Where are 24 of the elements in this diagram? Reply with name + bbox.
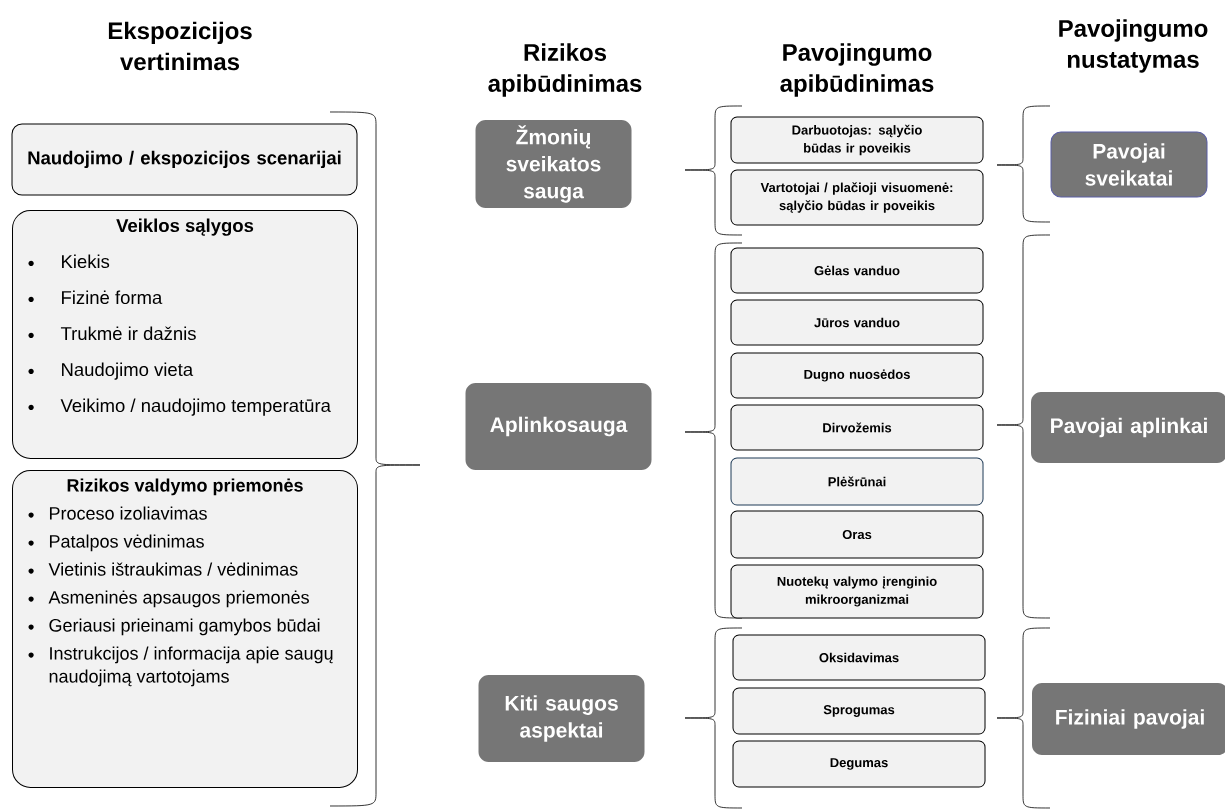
column-heading: Rizikos apibūdinimas — [488, 43, 642, 97]
item-box: Jūros vanduo — [730, 299, 984, 346]
item-box: Nuotekų valymo įrenginio mikroorganizmai — [730, 564, 984, 619]
category-box: Pavojai sveikatai — [1050, 131, 1208, 198]
item-box: Plėšrūnai — [730, 457, 984, 506]
scenario-box: Naudojimo / ekspozicijos scenarijai — [11, 123, 358, 196]
category-box: Žmonių sveikatos sauga — [475, 120, 632, 208]
category-box: Pavojai aplinkai — [1031, 392, 1225, 463]
list-box: Rizikos valdymo priemonės Proceso izoliavimas Patalpos vėdinimas Vietinis ištraukimas / vėdinimas Asmeninės apsaugos priemonės Geriausi prieinami gamybos būdai Instrukcijos / informacija apie saugų naudojimą vartotojams — [12, 470, 358, 788]
item-box: Darbuotojas: sąlyčio būdas ir poveikis — [730, 116, 984, 164]
item-box: Gėlas vanduo — [730, 247, 984, 294]
item-box: Vartotojai / plačioji visuomenė: sąlyčio būdas ir poveikis — [730, 169, 984, 226]
item-box: Oras — [730, 510, 984, 559]
item-box: Degumas — [732, 740, 986, 788]
column-heading: Pavojingumo nustatymas — [1059, 19, 1208, 73]
column-heading: Ekspozicijos vertinimas — [108, 21, 252, 71]
item-box: Sprogumas — [732, 687, 986, 735]
category-box: Fiziniai pavojai — [1032, 683, 1225, 755]
category-box: Kiti saugos aspektai — [478, 675, 645, 762]
item-box: Oksidavimas — [732, 634, 986, 681]
list-box: Veiklos sąlygos Kiekis Fizinė forma Trukmė ir dažnis Naudojimo vieta Veikimo / naudojimo temperatūra — [12, 210, 358, 459]
item-box: Dirvožemis — [730, 404, 984, 451]
category-box: Aplinkosauga — [465, 383, 652, 470]
item-box: Dugno nuosėdos — [730, 352, 984, 399]
